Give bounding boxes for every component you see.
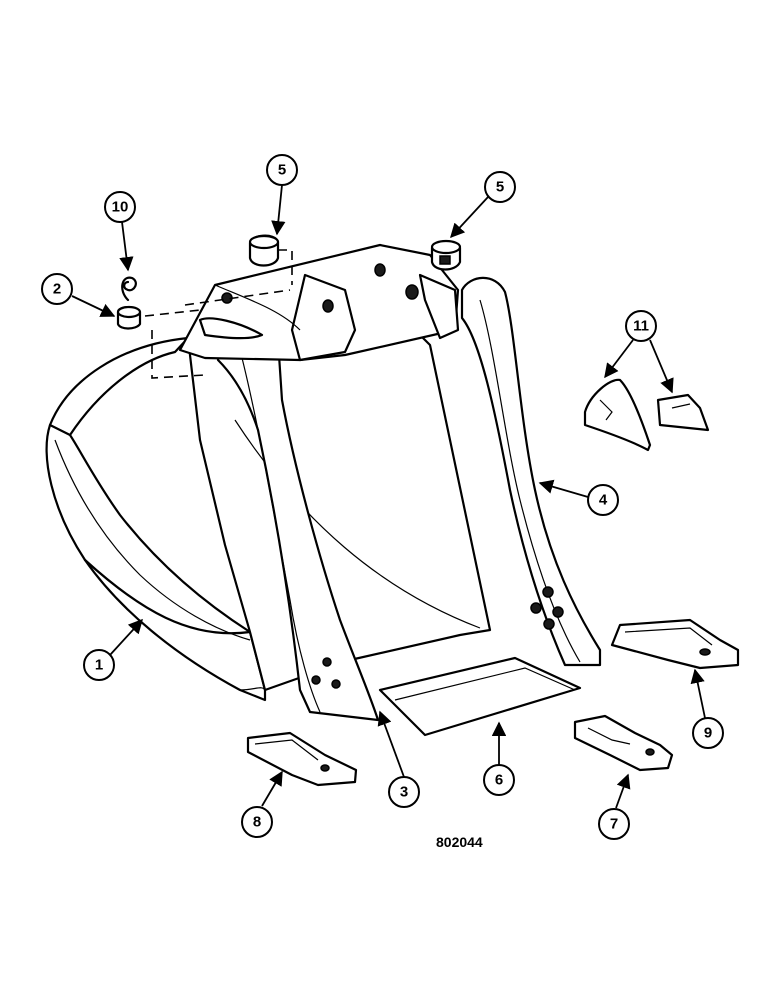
svg-text:5: 5 <box>496 179 504 196</box>
svg-text:1: 1 <box>95 657 103 674</box>
left-side-plate <box>216 324 380 722</box>
hinge-bracket <box>178 243 460 362</box>
svg-text:5: 5 <box>278 162 286 179</box>
retaining-clip <box>121 276 137 302</box>
bushing-right <box>430 239 462 271</box>
svg-text:4: 4 <box>599 492 608 509</box>
svg-text:7: 7 <box>610 816 618 833</box>
svg-text:8: 8 <box>253 814 261 831</box>
callout-5a: 5 <box>266 154 298 186</box>
bushing-left <box>248 234 280 267</box>
callout-7: 7 <box>598 808 630 840</box>
svg-text:10: 10 <box>112 199 129 216</box>
svg-text:3: 3 <box>400 784 408 801</box>
leader-lines <box>71 184 706 809</box>
svg-text:9: 9 <box>704 725 712 742</box>
callout-3: 3 <box>388 776 420 808</box>
adapter-small <box>656 393 710 432</box>
callout-11: 11 <box>625 310 657 342</box>
pin <box>116 305 142 330</box>
adapter-large <box>583 378 652 452</box>
callout-2: 2 <box>41 273 73 305</box>
callout-9: 9 <box>692 717 724 749</box>
drawing-number: 802044 <box>436 834 483 850</box>
svg-text:6: 6 <box>495 772 503 789</box>
tooth-right <box>573 714 674 772</box>
callout-10: 10 <box>104 191 136 223</box>
svg-text:2: 2 <box>53 281 61 298</box>
svg-text:11: 11 <box>633 318 649 335</box>
callout-4: 4 <box>587 484 619 516</box>
callout-5b: 5 <box>484 171 516 203</box>
tooth-left <box>246 731 358 787</box>
tooth-large <box>610 618 740 670</box>
callout-8: 8 <box>241 806 273 838</box>
right-side-plate <box>460 276 602 667</box>
callout-6: 6 <box>483 764 515 796</box>
cutting-edge <box>378 656 582 737</box>
callout-1: 1 <box>83 649 115 681</box>
